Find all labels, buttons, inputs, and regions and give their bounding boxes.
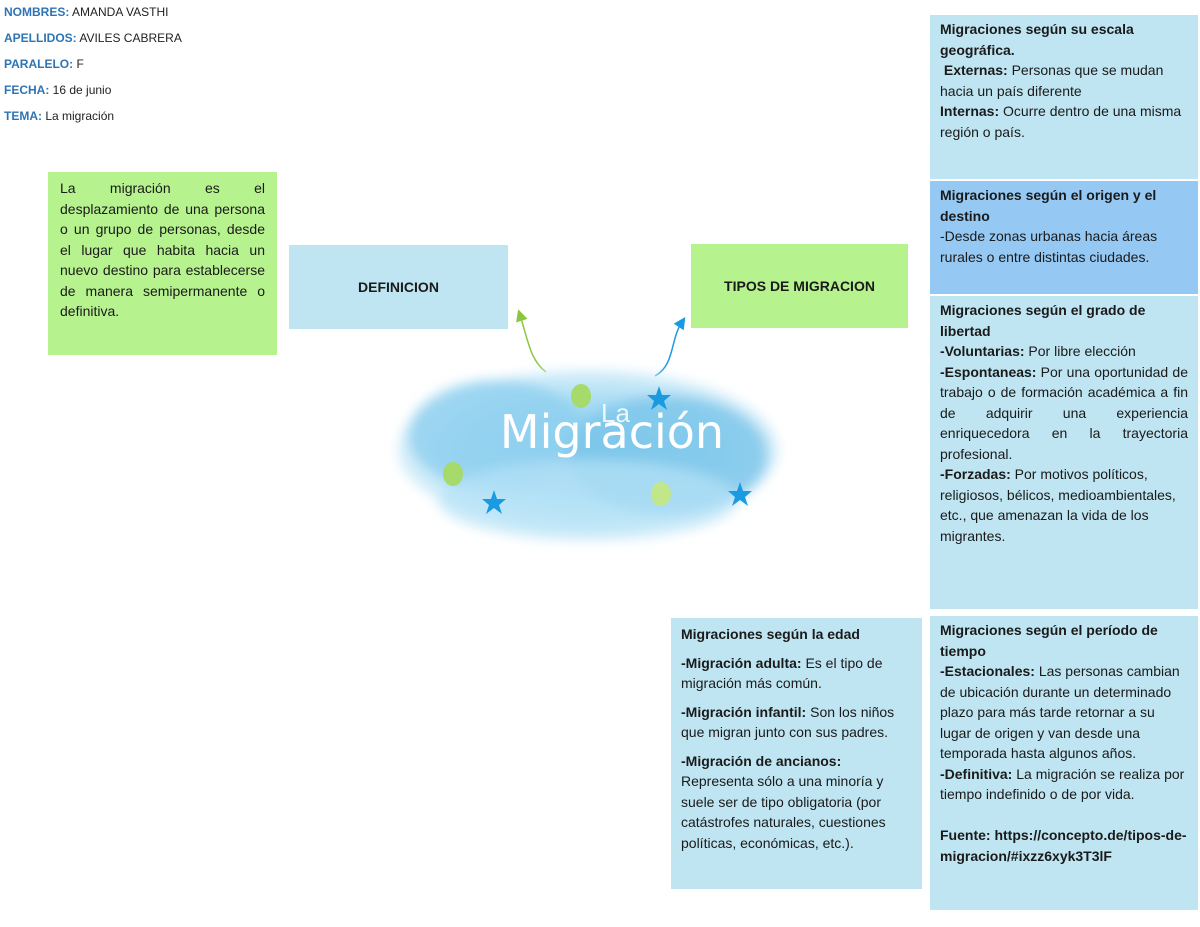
green-dot (571, 384, 591, 408)
fecha-value: 16 de junio (49, 83, 112, 97)
child-label: -Migración infantil: (681, 703, 807, 720)
star-icon (728, 482, 752, 506)
voluntary-label: -Voluntarias: (940, 343, 1025, 359)
definitive-label: -Definitiva: (940, 765, 1013, 782)
paralelo-value: F (73, 57, 84, 71)
period-box: Migraciones según el período de tiempo -… (930, 616, 1198, 910)
header-nombres: NOMBRES: AMANDA VASTHI (4, 5, 168, 19)
star-icon (482, 490, 506, 514)
geographic-title: Migraciones según su escala geográfica. (940, 21, 1134, 58)
types-label-box: TIPOS DE MIGRACION (691, 244, 908, 328)
nombres-value: AMANDA VASTHI (69, 5, 169, 19)
header-tema: TEMA: La migración (4, 109, 114, 123)
spontaneous-label: -Espontaneas: (940, 363, 1037, 380)
external-label: Externas: (943, 62, 1008, 78)
center-small-text: La (601, 398, 630, 428)
age-title: Migraciones según la edad (681, 626, 860, 642)
forced-item: -Forzadas: Por motivos políticos, religi… (940, 464, 1188, 546)
child-text: Son los niños que migran junto con sus p… (681, 703, 895, 741)
definition-label: DEFINICION (358, 278, 439, 295)
tema-label: TEMA: (4, 109, 42, 123)
freedom-box: Migraciones según el grado de libertad -… (930, 296, 1198, 609)
forced-label: -Forzadas: (940, 466, 1011, 482)
period-title: Migraciones según el período de tiempo (940, 622, 1158, 659)
seasonal-label: -Estacionales: (940, 663, 1035, 679)
nombres-label: NOMBRES: (4, 5, 70, 19)
arrow-to-definition (516, 309, 547, 373)
apellidos-value: AVILES CABRERA (76, 31, 182, 45)
origin-box: Migraciones según el origen y el destino… (930, 181, 1198, 294)
forced-text: Por motivos políticos, religiosos, bélic… (940, 466, 1176, 544)
adult-text: Es el tipo de migración más común. (681, 654, 883, 692)
central-cloud: La Migración (398, 370, 778, 540)
tema-value: La migración (42, 109, 115, 123)
voluntary-text: Por libre elección (1024, 343, 1136, 359)
internal-label: Internas: (940, 103, 1000, 119)
header-apellidos: APELLIDOS: AVILES CABRERA (4, 31, 182, 45)
internal-text: Ocurre dentro de una misma región o país… (940, 103, 1182, 140)
definition-label-box: DEFINICION (289, 245, 508, 329)
types-label: TIPOS DE MIGRACION (724, 277, 875, 294)
green-dot (651, 482, 671, 506)
apellidos-label: APELLIDOS: (4, 31, 77, 45)
connector-arrows (516, 309, 686, 377)
origin-text: -Desde zonas urbanas hacia áreas rurales… (940, 228, 1158, 265)
source-link[interactable]: Fuente: https://concepto.de/tipos-de-mig… (940, 827, 1187, 864)
fecha-label: FECHA: (4, 83, 50, 97)
green-dot (443, 462, 463, 486)
paralelo-label: PARALELO: (4, 57, 74, 71)
definition-text-box: La migración es el desplazamiento de una… (48, 172, 277, 355)
spontaneous-item: -Espontaneas: Por una oportunidad de tra… (940, 362, 1188, 465)
origin-title: Migraciones según el origen y el destino (940, 187, 1157, 224)
adult-label: -Migración adulta: (681, 654, 802, 671)
freedom-title: Migraciones según el grado de libertad (940, 302, 1146, 339)
header-paralelo: PARALELO: F (4, 57, 84, 71)
elderly-text: Representa sólo a una minoría y suele se… (681, 773, 886, 851)
spontaneous-text: Por una oportunidad de trabajo o de form… (940, 363, 1188, 462)
definitive-text: La migración se realiza por tiempo indef… (940, 765, 1185, 803)
age-box: Migraciones según la edad -Migración adu… (671, 618, 922, 889)
arrow-to-types (654, 317, 686, 377)
header-fecha: FECHA: 16 de junio (4, 83, 111, 97)
star-icon (647, 386, 671, 410)
elderly-label: -Migración de ancianos: (681, 752, 842, 769)
definition-text: La migración es el desplazamiento de una… (60, 180, 265, 319)
seasonal-text: Las personas cambian de ubicación durant… (940, 663, 1180, 761)
cloud-shape (398, 370, 778, 540)
geographic-box: Migraciones según su escala geográfica. … (930, 15, 1198, 179)
center-title: Migración (500, 405, 724, 459)
external-text: Personas que se mudan hacia un país dife… (940, 62, 1164, 99)
